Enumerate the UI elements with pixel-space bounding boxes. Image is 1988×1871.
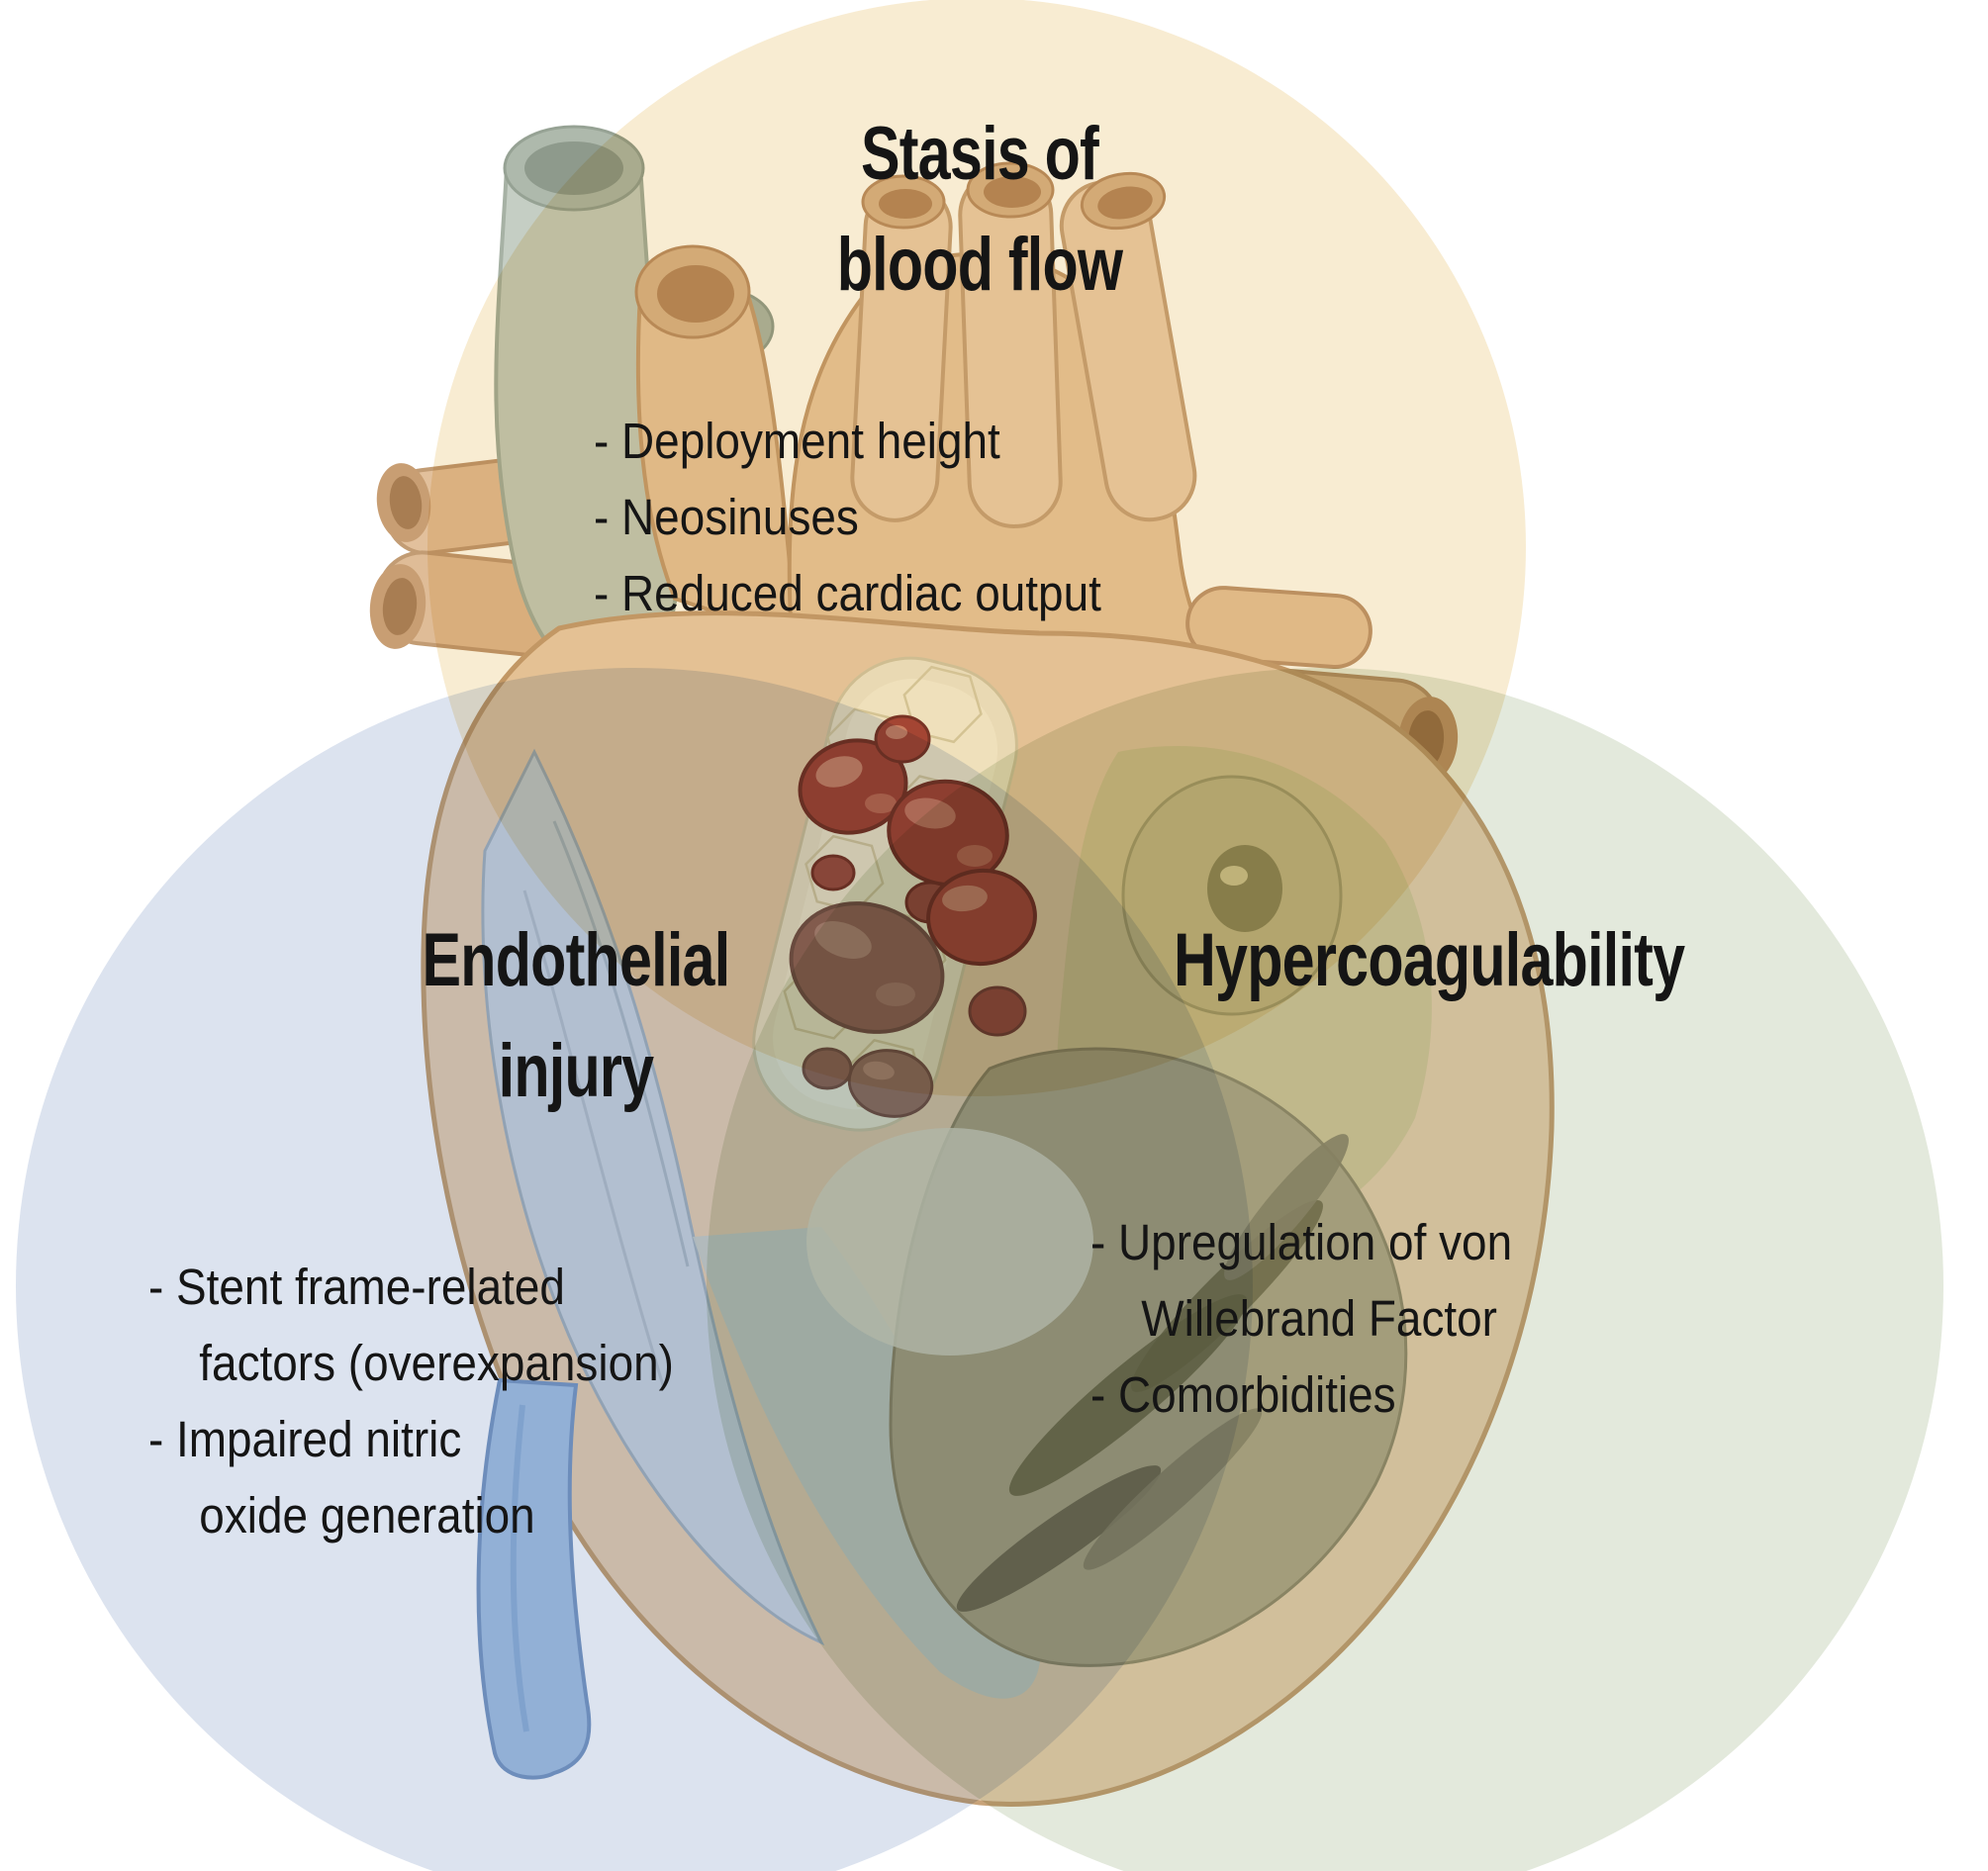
bullet-line-continuation: oxide generation [199, 1487, 535, 1544]
endothelial-title-line-2: injury [498, 1029, 654, 1113]
bullet-line: - Upregulation of von [1090, 1214, 1513, 1270]
bullet-line: - Reduced cardiac output [594, 565, 1101, 621]
bullet-line: - Stent frame-related [148, 1259, 565, 1315]
bullet-line-continuation: Willebrand Factor [1141, 1290, 1497, 1347]
hypercoagulability-bullet-list: - Upregulation of von Willebrand Factor … [1090, 1204, 1512, 1433]
hypercoagulability-title: Hypercoagulability [1174, 905, 1685, 1016]
hypercoagulability-title-line-1: Hypercoagulability [1174, 918, 1685, 1002]
stasis-title-line-2: blood flow [836, 223, 1123, 307]
bullet-line: - Impaired nitric [148, 1411, 462, 1467]
stasis-title: Stasis of blood flow [748, 99, 1211, 321]
endothelial-injury-title: Endothelial injury [383, 905, 769, 1127]
stasis-bullet-list: - Deployment height - Neosinuses - Reduc… [594, 403, 1101, 631]
endothelial-title-line-1: Endothelial [422, 918, 731, 1002]
endothelial-injury-bullet-list: - Stent frame-related factors (overexpan… [148, 1249, 674, 1553]
bullet-line-continuation: factors (overexpansion) [199, 1335, 674, 1391]
bullet-line: - Comorbidities [1090, 1366, 1396, 1423]
bullet-line: - Neosinuses [594, 489, 859, 545]
bullet-line: - Deployment height [594, 413, 1000, 469]
hypercoagulability-circle [707, 668, 1943, 1871]
stasis-title-line-1: Stasis of [860, 112, 1099, 196]
